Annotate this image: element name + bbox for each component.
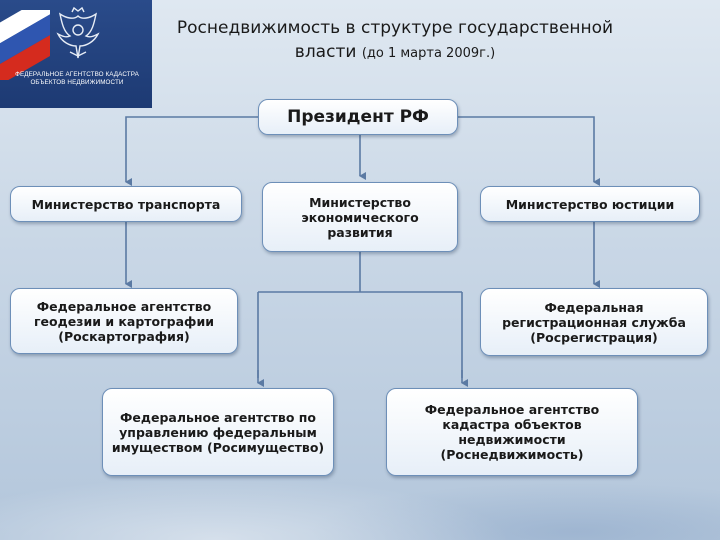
title-line-2: власти (до 1 марта 2009г.) (155, 40, 635, 66)
node-ministry-justice: Министерство юстиции (480, 186, 700, 222)
russian-flag-icon (0, 10, 50, 80)
node-agency-geodesy: Федеральное агентство геодезии и картогр… (10, 288, 238, 354)
node-ministry-economy: Министерство экономического развития (262, 182, 458, 252)
connector-president-transport (125, 116, 258, 186)
connector-economy-split (257, 252, 463, 378)
title-line-2-main: власти (294, 42, 357, 62)
title-line-1: Роснедвижимость в структуре государствен… (176, 18, 614, 38)
connector-president-justice (458, 116, 600, 186)
node-agency-property: Федеральное агентство по управлению феде… (102, 388, 334, 476)
node-registration-service: Федеральная регистрационная служба (Роср… (480, 288, 708, 356)
agency-logo: ФЕДЕРАЛЬНОЕ АГЕНТСТВО КАДАСТРА ОБЪЕКТОВ … (0, 0, 152, 108)
node-ministry-transport: Министерство транспорта (10, 186, 242, 222)
page-title: Роснедвижимость в структуре государствен… (155, 16, 635, 66)
logo-caption: ФЕДЕРАЛЬНОЕ АГЕНТСТВО КАДАСТРА ОБЪЕКТОВ … (15, 71, 139, 86)
node-agency-cadastre: Федеральное агентство кадастра объектов … (386, 388, 638, 476)
coat-of-arms-icon (56, 6, 100, 59)
node-president: Президент РФ (258, 99, 458, 135)
title-line-2-date: (до 1 марта 2009г.) (361, 46, 496, 61)
